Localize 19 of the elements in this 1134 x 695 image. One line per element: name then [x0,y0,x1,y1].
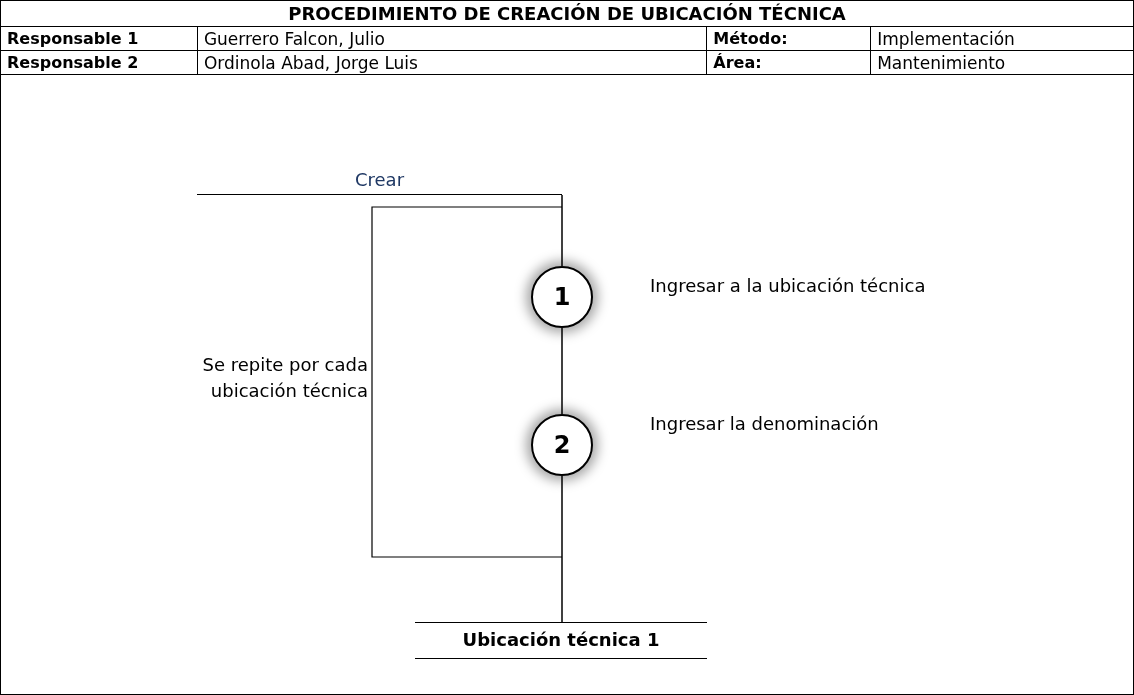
step-description: Ingresar la denominación [650,413,879,434]
field-value: Implementación [870,26,1134,51]
field-value: Mantenimiento [870,50,1134,75]
loop-note: Se repite por cada ubicación técnica [201,353,368,403]
title-cell: PROCEDIMIENTO DE CREACIÓN DE UBICACIÓN TÉCNICA [0,0,1134,27]
field-label: Responsable 1 [0,26,198,51]
output-label: Ubicación técnica 1 [415,622,707,659]
input-label: Crear [197,168,562,195]
field-value: Guerrero Falcon, Julio [197,26,707,51]
step-circle: 1 [531,266,593,328]
connector-line [561,194,563,267]
step-circle: 2 [531,414,593,476]
field-label: Responsable 2 [0,50,198,75]
connector-line [561,475,563,623]
connector-line [561,327,563,415]
field-value: Ordinola Abad, Jorge Luis [197,50,707,75]
field-label: Área: [706,50,871,75]
step-description: Ingresar a la ubicación técnica [650,275,926,296]
field-label: Método: [706,26,871,51]
